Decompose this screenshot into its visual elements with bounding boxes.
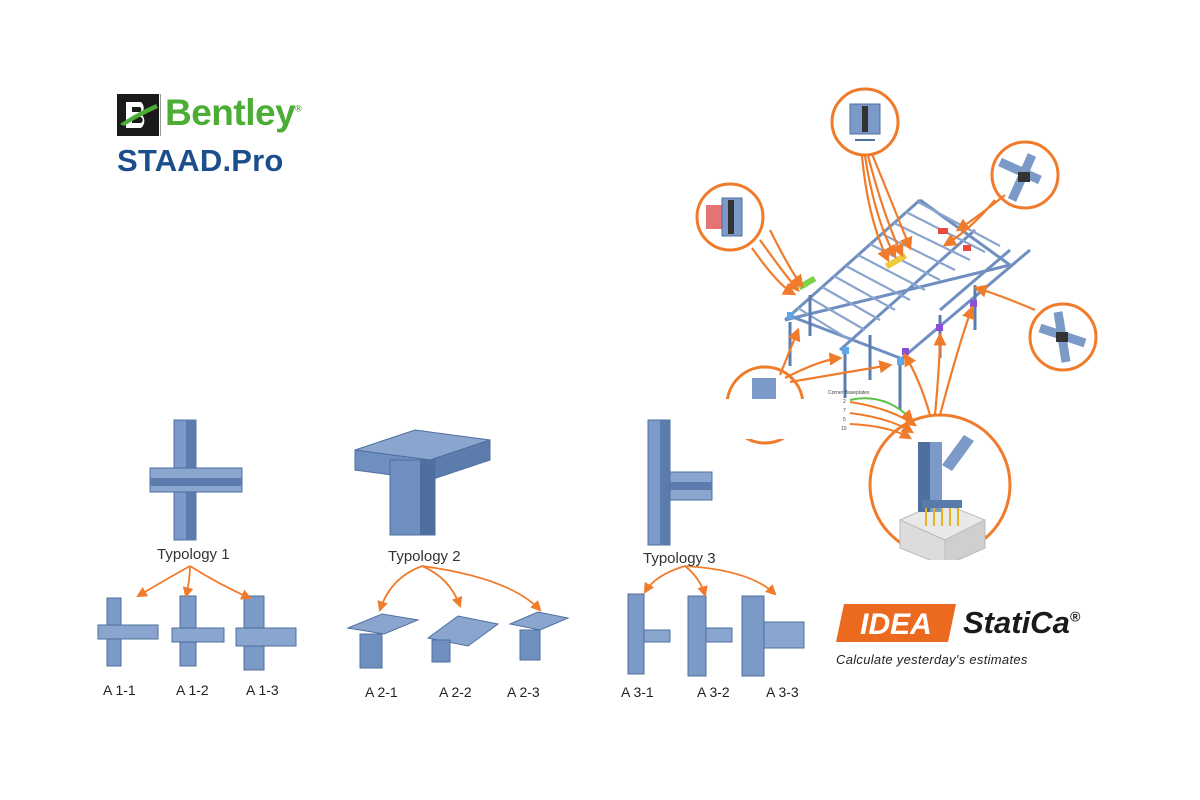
callout-arrows [751, 153, 1036, 416]
typology-arrows [136, 565, 777, 613]
variant-a1-2 [171, 595, 225, 667]
callout-left [695, 182, 765, 252]
baseplate-item: 10 [841, 426, 847, 432]
callout-top-right [990, 140, 1060, 210]
variant-a1-3 [235, 595, 297, 671]
typology-1-main [149, 419, 243, 541]
idea-tagline: Calculate yesterday's estimates [836, 652, 1028, 667]
callout-top [830, 87, 900, 157]
idea-statica-wordmark: StatiCa® [963, 605, 1081, 640]
typology-3-title: Typology 3 [643, 550, 716, 567]
variant-a2-3 [508, 611, 570, 661]
variant-label: A 3-3 [766, 684, 799, 700]
variant-label: A 1-2 [176, 682, 209, 698]
idea-logo-icon: IDEA [836, 604, 956, 642]
bentley-b-icon [117, 94, 159, 136]
green-arrow [849, 397, 914, 422]
variant-label: A 1-3 [246, 682, 279, 698]
baseplate-item: 7 [843, 408, 846, 414]
callout-baseplate [868, 413, 1012, 560]
typology-diagrams [97, 419, 805, 677]
typology-2-main [354, 429, 491, 536]
svg-text:IDEA: IDEA [860, 608, 932, 641]
variant-label: A 2-1 [365, 684, 398, 700]
typology-1-title: Typology 1 [157, 546, 230, 563]
bentley-logo [117, 94, 161, 136]
typology-3-main [647, 419, 713, 546]
steel-frame [784, 198, 1031, 362]
variant-a3-1 [627, 593, 671, 675]
variant-label: A 3-2 [697, 684, 730, 700]
variant-label: A 2-3 [507, 684, 540, 700]
structure-overview-diagram [690, 87, 1098, 560]
variant-label: A 2-2 [439, 684, 472, 700]
variant-label: A 3-1 [621, 684, 654, 700]
logo-divider [160, 94, 161, 136]
variant-a1-1 [97, 597, 159, 667]
variant-a3-2 [687, 595, 733, 677]
idea-logo-mark: IDEA [836, 604, 956, 642]
baseplate-arrows [849, 401, 917, 440]
bentley-wordmark: Bentley® [165, 92, 302, 133]
typology-2-title: Typology 2 [388, 548, 461, 565]
baseplate-item: 5 [843, 417, 846, 423]
baseplates-title: Corner Baseplates [828, 390, 870, 396]
variant-a2-1 [346, 613, 420, 669]
variant-a3-3 [741, 595, 805, 677]
joists [797, 201, 1001, 341]
variant-label: A 1-1 [103, 682, 136, 698]
variant-a2-2 [426, 615, 500, 663]
callout-right [1028, 302, 1098, 372]
staad-pro-title: STAAD.Pro [117, 143, 284, 178]
baseplate-item: 2 [843, 399, 846, 405]
